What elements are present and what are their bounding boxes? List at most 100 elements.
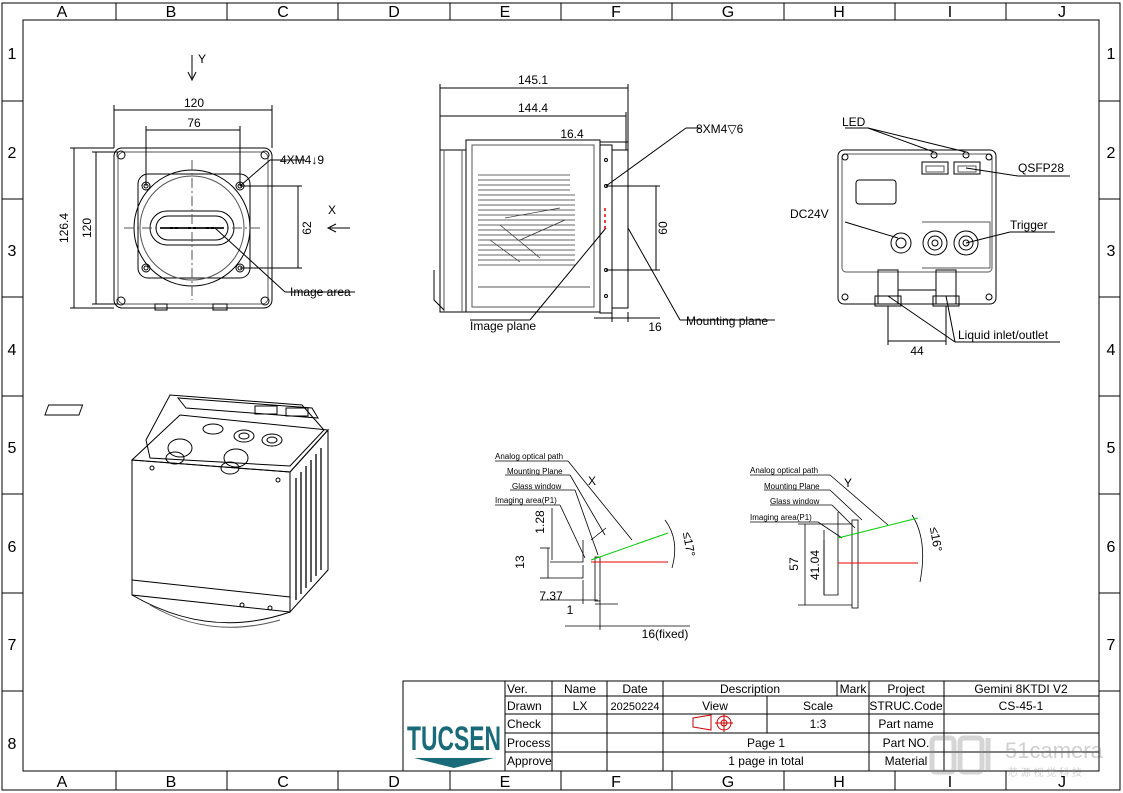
tb-page: Page 1: [747, 736, 785, 750]
dim-side-height: 60: [656, 221, 670, 235]
detail-x: [495, 460, 690, 630]
rear-view: [837, 127, 1070, 345]
row-label-left: 5: [8, 440, 17, 457]
detail-x-mounting-plane: Mounting Plane: [507, 467, 563, 476]
watermark: 51camera 芯 源 视 觉 科 技: [929, 735, 1104, 779]
tucsen-logo-mark: [414, 758, 494, 768]
dim-side-overall: 145.1: [518, 73, 548, 87]
col-label-top: E: [500, 4, 511, 21]
row-label-left: 2: [8, 145, 17, 162]
watermark-subtitle: 芯 源 视 觉 科 技: [1008, 766, 1082, 779]
tb-scale-value: 1:3: [810, 717, 827, 731]
detail-y-mounting-plane: Mounting Plane: [764, 482, 820, 491]
detail-x-imaging-area: Imaging area(P1): [495, 496, 557, 505]
projection-symbol-icon: [692, 714, 733, 732]
tb-part-no: Part NO.: [883, 736, 930, 750]
tb-check: Check: [507, 717, 542, 731]
row-label-left: 8: [8, 736, 17, 753]
row-label-left: 6: [8, 539, 17, 556]
col-label-top: I: [948, 4, 952, 21]
tb-process: Process: [507, 736, 550, 750]
col-label-top: C: [277, 4, 289, 21]
isometric-view: [44, 394, 330, 628]
detail-y-imaging-area: Imaging area(P1): [750, 513, 812, 522]
detail-x-axis: X: [588, 474, 596, 488]
rear-qsfp-label: QSFP28: [1018, 161, 1064, 175]
tb-date: Date: [622, 682, 648, 696]
tb-view: View: [702, 699, 728, 713]
dim-side-offset: 16: [648, 320, 662, 334]
dim-detail-y-57: 57: [787, 557, 801, 571]
dim-front-width-outer: 120: [184, 96, 204, 110]
dim-detail-y-4104: 41.04: [808, 550, 822, 580]
dim-front-hole-spacing: 62: [300, 221, 314, 235]
title-block: [402, 680, 1100, 772]
side-vents: [478, 174, 575, 266]
detail-x-angle: ≤17°: [680, 531, 698, 558]
dim-side-body: 144.4: [518, 101, 548, 115]
dim-detail-x-13: 13: [513, 555, 527, 569]
front-view: [70, 55, 355, 311]
col-label-bottom: G: [722, 774, 734, 791]
col-label-top: D: [388, 4, 400, 21]
detail-x-glass-window: Glass window: [512, 482, 562, 491]
col-label-bottom: C: [277, 774, 289, 791]
col-label-bottom: F: [611, 774, 621, 791]
tb-project: Project: [887, 682, 925, 696]
dim-detail-x-16: 16(fixed): [642, 627, 689, 641]
row-label-right: 5: [1107, 440, 1116, 457]
col-label-bottom: I: [948, 774, 952, 791]
dim-front-height-outer: 126.4: [57, 213, 71, 243]
row-label-right: 6: [1107, 539, 1116, 556]
col-label-bottom: D: [388, 774, 400, 791]
dim-rear-spacing: 44: [910, 344, 924, 358]
dim-detail-x-128: 1.28: [533, 510, 547, 534]
front-thread-callout: 4XM4↓9: [280, 153, 324, 167]
col-label-bottom: E: [500, 774, 511, 791]
side-view: [433, 84, 775, 322]
rear-liquid-label: Liquid inlet/outlet: [958, 328, 1049, 342]
col-label-bottom: H: [833, 774, 845, 791]
detail-y-angle: ≤16°: [927, 526, 945, 553]
detail-y-analog-path: Analog optical path: [750, 466, 818, 475]
row-label-right: 1: [1107, 46, 1116, 63]
col-label-top: J: [1058, 4, 1066, 21]
dim-detail-x-1: 1: [567, 603, 574, 617]
row-label-right: 4: [1107, 342, 1116, 359]
tb-page-total: 1 page in total: [728, 754, 803, 768]
watermark-logo-mark: [929, 735, 991, 775]
side-image-plane-label: Image plane: [470, 319, 536, 333]
col-label-top: B: [166, 4, 177, 21]
watermark-logo: 51camera: [1005, 738, 1104, 763]
tucsen-logo: TUCSEN: [407, 720, 501, 758]
tb-project-value: Gemini 8KTDI V2: [974, 682, 1068, 696]
row-label-right: 7: [1107, 637, 1116, 654]
tb-scale: Scale: [803, 699, 833, 713]
col-label-top: H: [833, 4, 845, 21]
detail-y-glass-window: Glass window: [770, 497, 820, 506]
front-axis-x: X: [328, 203, 336, 217]
tb-drawn-name: LX: [573, 699, 588, 713]
row-label-left: 7: [8, 637, 17, 654]
tb-struc-code: STRUC.Code: [869, 699, 943, 713]
rear-led-label: LED: [842, 115, 866, 129]
col-label-top: G: [722, 4, 734, 21]
tb-approve: Approve: [507, 754, 552, 768]
tb-material: Material: [885, 754, 928, 768]
dim-detail-x-737: 7.37: [539, 589, 563, 603]
col-label-top: A: [57, 4, 68, 21]
row-ticks: [2, 100, 1120, 692]
row-label-left: 3: [8, 243, 17, 260]
row-label-left: 1: [8, 46, 17, 63]
tb-name: Name: [564, 682, 596, 696]
dim-side-flange: 16.4: [560, 127, 584, 141]
front-axis-y: Y: [198, 52, 206, 66]
rear-trigger-label: Trigger: [1010, 218, 1048, 232]
tb-mark: Mark: [840, 682, 868, 696]
dim-front-width-inner: 76: [187, 116, 201, 130]
detail-x-ray-green: [590, 532, 669, 561]
col-label-bottom: B: [166, 774, 177, 791]
tb-drawn-date: 20250224: [611, 701, 660, 713]
tb-struc-code-value: CS-45-1: [999, 699, 1044, 713]
column-ticks: [115, 3, 1007, 790]
